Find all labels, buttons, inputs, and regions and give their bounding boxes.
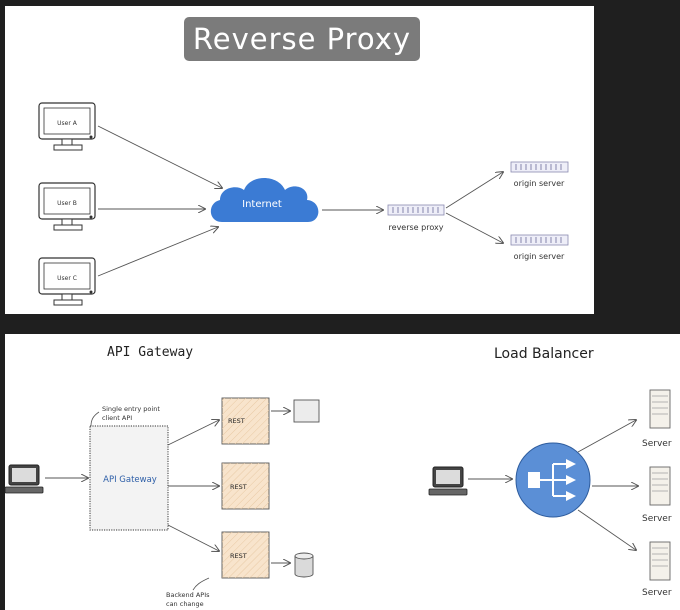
server-3-icon — [649, 541, 671, 581]
origin-server-2-icon — [510, 234, 569, 246]
server-2-label: Server — [642, 514, 672, 524]
arrow-proxy-to-origin-2 — [445, 212, 503, 243]
user-c-computer-icon — [38, 257, 96, 306]
note-top-line-1: Single entry point — [102, 405, 160, 413]
user-a-label: User A — [57, 120, 78, 127]
note-top-line-2: client API — [102, 414, 132, 422]
origin-server-1-icon — [510, 161, 569, 173]
note-bottom-line-1: Backend APIs — [166, 591, 210, 599]
internet-label: Internet — [242, 199, 282, 210]
user-c-label: User C — [57, 275, 77, 282]
user-b-computer-icon — [38, 182, 96, 231]
note-bottom-connector — [192, 577, 210, 591]
internet-cloud-icon — [210, 178, 319, 222]
api-gateway-box-label: API Gateway — [103, 475, 157, 485]
origin-server-2-label: origin server — [514, 252, 565, 261]
lb-client-laptop-icon — [428, 466, 468, 496]
rest-service-1-hatch — [222, 398, 269, 444]
rest-service-3-label: REST — [230, 552, 247, 560]
server-1-icon — [649, 389, 671, 429]
rest-service-2-hatch — [222, 463, 269, 509]
rest-service-3-hatch — [222, 532, 269, 578]
reverse-proxy-label: reverse proxy — [389, 223, 444, 232]
user-a-computer-icon — [38, 102, 96, 151]
load-balancer-icon — [515, 442, 591, 518]
arrow-gateway-to-rest-1 — [167, 420, 219, 446]
arrow-balancer-to-server-1 — [577, 420, 636, 453]
origin-server-1-label: origin server — [514, 179, 565, 188]
api-gateway-box — [89, 425, 169, 531]
server-2-icon — [649, 466, 671, 506]
database-icon — [294, 552, 314, 578]
note-top-connector — [90, 411, 100, 427]
reverse-proxy-icon — [387, 204, 445, 216]
arrow-balancer-to-server-3 — [577, 509, 636, 550]
load-balancer-heading: Load Balancer — [494, 346, 594, 362]
arrow-gateway-to-rest-3 — [167, 524, 219, 551]
arrow-proxy-to-origin-1 — [445, 172, 503, 209]
reverse-proxy-title: Reverse Proxy — [184, 17, 420, 61]
rest-service-1-label: REST — [228, 417, 245, 425]
api-gateway-heading: API Gateway — [107, 345, 193, 360]
server-3-label: Server — [642, 588, 672, 598]
note-bottom-line-2: can change — [166, 600, 204, 608]
server-1-label: Server — [642, 439, 672, 449]
user-b-label: User B — [57, 200, 77, 207]
arrow-user-c-to-internet — [97, 227, 218, 277]
rest-service-2-label: REST — [230, 483, 247, 491]
client-laptop-icon — [4, 464, 44, 494]
output-box-icon — [293, 399, 320, 423]
arrow-user-a-to-internet — [97, 125, 222, 188]
